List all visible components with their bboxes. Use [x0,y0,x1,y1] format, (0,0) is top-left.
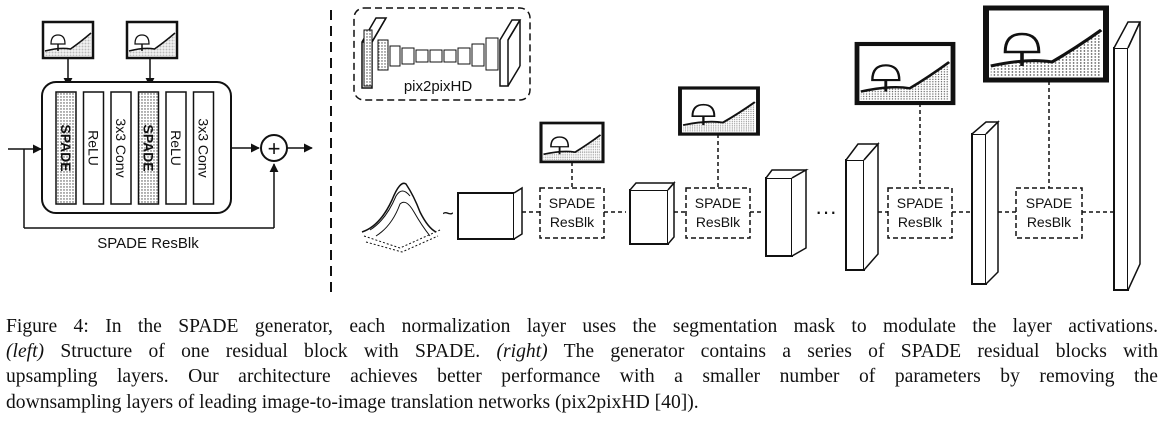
resblk-layer-5 [165,91,187,205]
figure-number: Figure 4: [6,316,89,337]
resblk-layer-label: 3x3 Conv [113,118,129,177]
spade-resblk-label: ResBlk [696,214,741,230]
caption-line: Figure 4: In the SPADE generator, each n… [6,314,1158,339]
spade-resblk-4 [1015,187,1083,239]
caption-text: The generator contains a series of SPADE… [563,341,1158,363]
segmentation-mask-thumbnail [678,86,760,137]
ellipsis: ··· [815,199,837,224]
resblk-layer-1 [55,91,77,205]
spade-resblk-label: SPADE [549,195,595,211]
caption-line: upsampling layers. Our architecture achi… [6,366,1158,388]
sampling-symbol: ~ [442,203,454,225]
spade-resblk-label: ResBlk [1027,214,1072,230]
caption-right-tag: (right) [496,341,548,363]
figure-caption: Figure 4: In the SPADE generator, each n… [6,314,1158,415]
segmentation-mask-thumbnail [539,121,605,164]
feature-block [629,180,676,245]
resblk-columns: SPADE ReLU 3x3 Conv SPADE ReLU 3x3 Conv [55,91,215,205]
left-panel-title: SPADE ResBlk [97,235,199,252]
noise-distribution-icon [361,182,441,253]
resblk-layer-label: 3x3 Conv [196,118,212,177]
segmentation-mask-thumbnail [857,44,953,103]
input-feature-block [457,186,523,240]
resblk-layer-3 [110,91,132,205]
sum-symbol: + [268,136,281,161]
caption-text: Structure of one residual block with SPA… [60,341,481,363]
resblk-layer-2 [82,91,105,205]
resblk-layer-label: ReLU [86,130,102,166]
resblk-layer-label: ReLU [168,130,184,166]
caption-left-tag: (left) [6,341,45,363]
spade-resblk-3 [887,187,953,239]
segmentation-mask-thumbnail [125,20,179,60]
spade-resblk-label: SPADE [1026,195,1072,211]
segmentation-mask-thumbnail [986,8,1106,80]
spade-resblk-label: SPADE [897,195,943,211]
output-feature-block [1113,21,1142,291]
spade-resblk-2 [685,187,751,239]
spade-resblk-label: ResBlk [550,214,595,230]
spade-resblk-label: SPADE [695,195,741,211]
left-panel: SPADE ReLU 3x3 Conv SPADE ReLU 3x3 Conv + SPA… [8,20,313,252]
pix2pixhd-label: pix2pixHD [404,78,473,95]
caption-line: downsampling layers of leading image-to-… [6,391,699,413]
resblk-layer-6 [192,91,215,205]
resblk-layer-label: SPADE [141,124,157,171]
segmentation-mask-thumbnail [41,20,95,60]
caption-line: (left) Structure of one residual block w… [6,339,1158,364]
feature-block [765,168,809,257]
resblk-layer-label: SPADE [58,124,74,171]
pix2pixhd-encoder-decoder-icon [361,17,522,89]
feature-block [845,142,880,271]
right-panel: pix2pixHD ~ SPADE ResBlk [353,8,1142,291]
feature-block [971,120,1000,285]
caption-text: In the SPADE generator, each normalizati… [105,316,1159,337]
spade-resblk-1 [539,187,605,239]
resblk-layer-4 [137,91,160,205]
spade-resblk-label: ResBlk [898,214,943,230]
